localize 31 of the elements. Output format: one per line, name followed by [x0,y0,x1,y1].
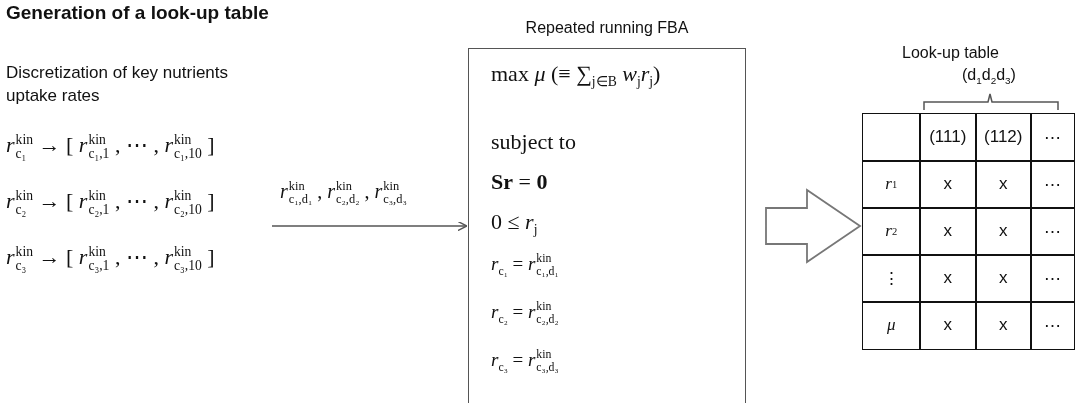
block-arrow [765,188,862,264]
table-cell: μ [862,301,921,350]
table-cell: ⋯ [1030,160,1075,209]
formula: subject to [491,129,576,155]
formula: 0 ≤ r$_{j}$ [491,209,538,239]
table-cell: (112) [975,113,1032,162]
formula: Sr = 0 [491,169,548,195]
table-cell: ⋯ [1030,301,1075,350]
formula: r$^{kin}$$_{c₂}$ → [ r$^{kin}$$_{c₂,1}$ , ⋯ , r$^{kin}$$_{c₂,10}$ ] [6,188,215,218]
step-heading: Discretization of key nutrients uptake rates [6,62,230,107]
formula: r$^{kin}$$_{c₃}$ → [ r$^{kin}$$_{c₃,1}$ , ⋯ , r$^{kin}$$_{c₃,10}$ ] [6,244,215,274]
arrow [271,220,468,232]
table-cell: x [975,207,1032,256]
table-cell: ⋮ [862,254,921,303]
table-cell: x [919,160,977,209]
table-cell: x [975,301,1032,350]
index-label: (d$_{1}$d$_{2}$d$_{3}$) [962,66,1016,87]
table-cell: x [919,301,977,350]
formula: max μ (≡ ∑$_{j∈B}$ w$_{j}$r$_{j}$) [491,61,661,91]
box-heading: Repeated running FBA [524,19,690,37]
table-cell: x [919,207,977,256]
table-cell: (111) [919,113,977,162]
table-cell: x [919,254,977,303]
table-heading: Look-up table [902,44,999,62]
table-cell: x [975,160,1032,209]
table-cell: ⋯ [1030,207,1075,256]
formula: r$^{kin}$$_{c₁}$ → [ r$^{kin}$$_{c₁,1}$ , ⋯ , r$^{kin}$$_{c₁,10}$ ] [6,132,215,162]
title: Generation of a look-up table [6,2,269,24]
table-cell: ⋯ [1030,113,1075,162]
table-cell: ⋯ [1030,254,1075,303]
table-cell: x [975,254,1032,303]
